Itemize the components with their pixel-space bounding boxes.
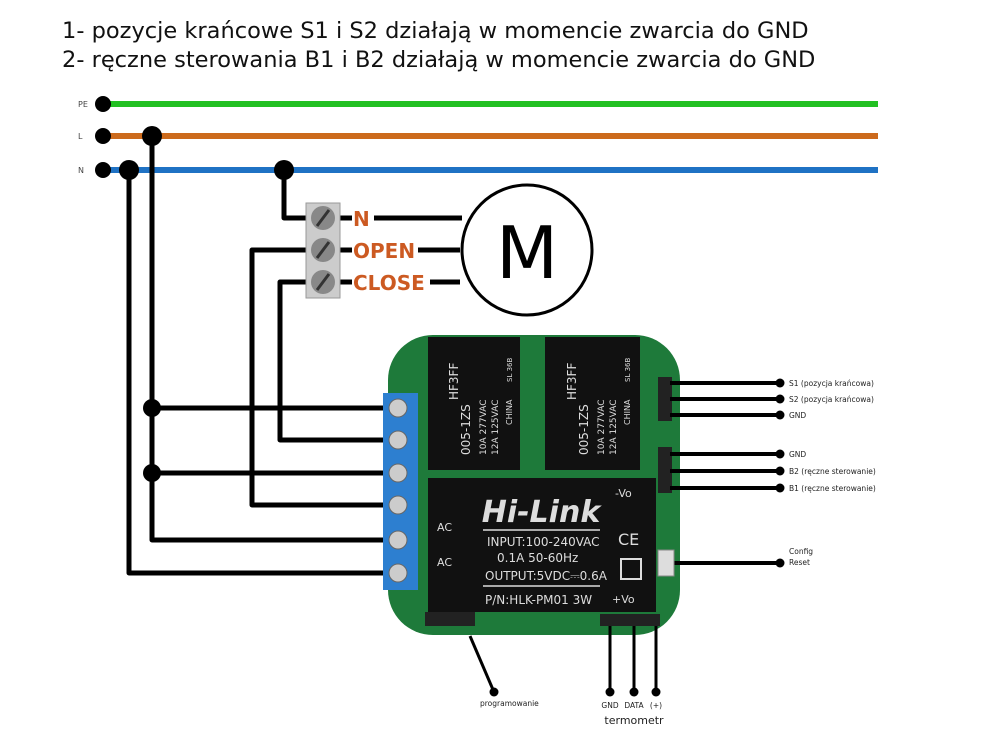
psu-brand: Hi-Link	[482, 495, 603, 530]
thermometer-header	[600, 614, 660, 626]
svg-text:CHINA: CHINA	[505, 399, 514, 425]
svg-text:12A 125VAC: 12A 125VAC	[491, 399, 501, 455]
pin-label-b1: B1 (ręczne sterowanie)	[789, 484, 876, 493]
terminal-label-n: N	[353, 207, 370, 231]
relay-2-code: SL 36B	[624, 358, 632, 382]
pin-label-b2: B2 (ręczne sterowanie)	[789, 467, 876, 476]
svg-text:12A 125VAC: 12A 125VAC	[609, 399, 619, 455]
thermometer-label: termometr	[604, 714, 664, 727]
svg-text:CHINA: CHINA	[623, 399, 632, 425]
svg-text:INPUT:100-240VAC: INPUT:100-240VAC	[487, 535, 600, 549]
config-label: Config	[789, 547, 813, 556]
motor-letter: M	[496, 211, 558, 295]
svg-text:10A 277VAC: 10A 277VAC	[597, 399, 607, 455]
thermo-pin-plus: (+)	[650, 701, 662, 710]
svg-text:005-1ZS: 005-1ZS	[459, 404, 473, 455]
note-manual-controls: 2- ręczne sterowania B1 i B2 działają w …	[62, 47, 816, 73]
programming-header	[425, 612, 475, 626]
thermometer-dots	[605, 687, 661, 697]
svg-text:HF3FF: HF3FF	[565, 363, 579, 400]
svg-text:CE: CE	[618, 530, 639, 549]
pin-label-gnd-2: GND	[789, 450, 806, 459]
note-limit-switches: 1- pozycje krańcowe S1 i S2 działają w m…	[62, 18, 809, 44]
relay-2: 005-1ZS 10A 277VAC 12A 125VAC HF3FF CHIN…	[545, 337, 640, 470]
svg-text:OUTPUT:5VDC⎓0.6A: OUTPUT:5VDC⎓0.6A	[485, 569, 608, 583]
terminal-label-open: OPEN	[353, 239, 415, 263]
svg-text:+Vo: +Vo	[612, 593, 635, 606]
motor-terminal-screws	[311, 206, 335, 294]
right-header-pins	[658, 377, 672, 493]
relay-1: 005-1ZS 10A 277VAC 12A 125VAC HF3FF CHIN…	[428, 337, 520, 470]
pin-label-s2: S2 (pozycja krańcowa)	[789, 395, 874, 404]
svg-text:P/N:HLK-PM01 3W: P/N:HLK-PM01 3W	[485, 593, 592, 607]
svg-text:HF3FF: HF3FF	[447, 363, 461, 400]
programming-wire	[468, 635, 496, 693]
thermo-pin-data: DATA	[624, 701, 644, 710]
black-wires	[126, 136, 462, 576]
right-pin-wires	[670, 381, 780, 565]
relay-1-code: SL 36B	[506, 358, 514, 382]
svg-text:005-1ZS: 005-1ZS	[577, 404, 591, 455]
right-pin-dots	[775, 378, 785, 568]
thermometer-wires	[608, 626, 658, 692]
pin-label-s1: S1 (pozycja krańcowa)	[789, 379, 874, 388]
svg-text:0.1A 50-60Hz: 0.1A 50-60Hz	[497, 551, 578, 565]
svg-text:10A 277VAC: 10A 277VAC	[479, 399, 489, 455]
module-terminal-block	[383, 393, 418, 590]
svg-text:AC: AC	[437, 521, 452, 534]
thermo-pin-gnd: GND	[601, 701, 618, 710]
terminal-label-close: CLOSE	[353, 271, 425, 295]
hilink-power-supply: Hi-Link INPUT:100-240VAC 0.1A 50-60Hz OU…	[428, 478, 656, 612]
junction-dots	[95, 96, 294, 482]
programming-label: programowanie	[480, 699, 539, 708]
svg-text:AC: AC	[437, 556, 452, 569]
motor-symbol	[460, 183, 594, 317]
bus-label-n: N	[78, 166, 84, 175]
programming-dot	[489, 687, 499, 697]
bus-label-pe: PE	[78, 100, 88, 109]
bus-label-l: L	[78, 132, 83, 141]
config-reset-button[interactable]	[657, 549, 675, 577]
svg-text:-Vo: -Vo	[615, 487, 632, 500]
pin-label-gnd-1: GND	[789, 411, 806, 420]
reset-label: Reset	[789, 558, 810, 567]
module-terminal-screws	[388, 398, 408, 583]
